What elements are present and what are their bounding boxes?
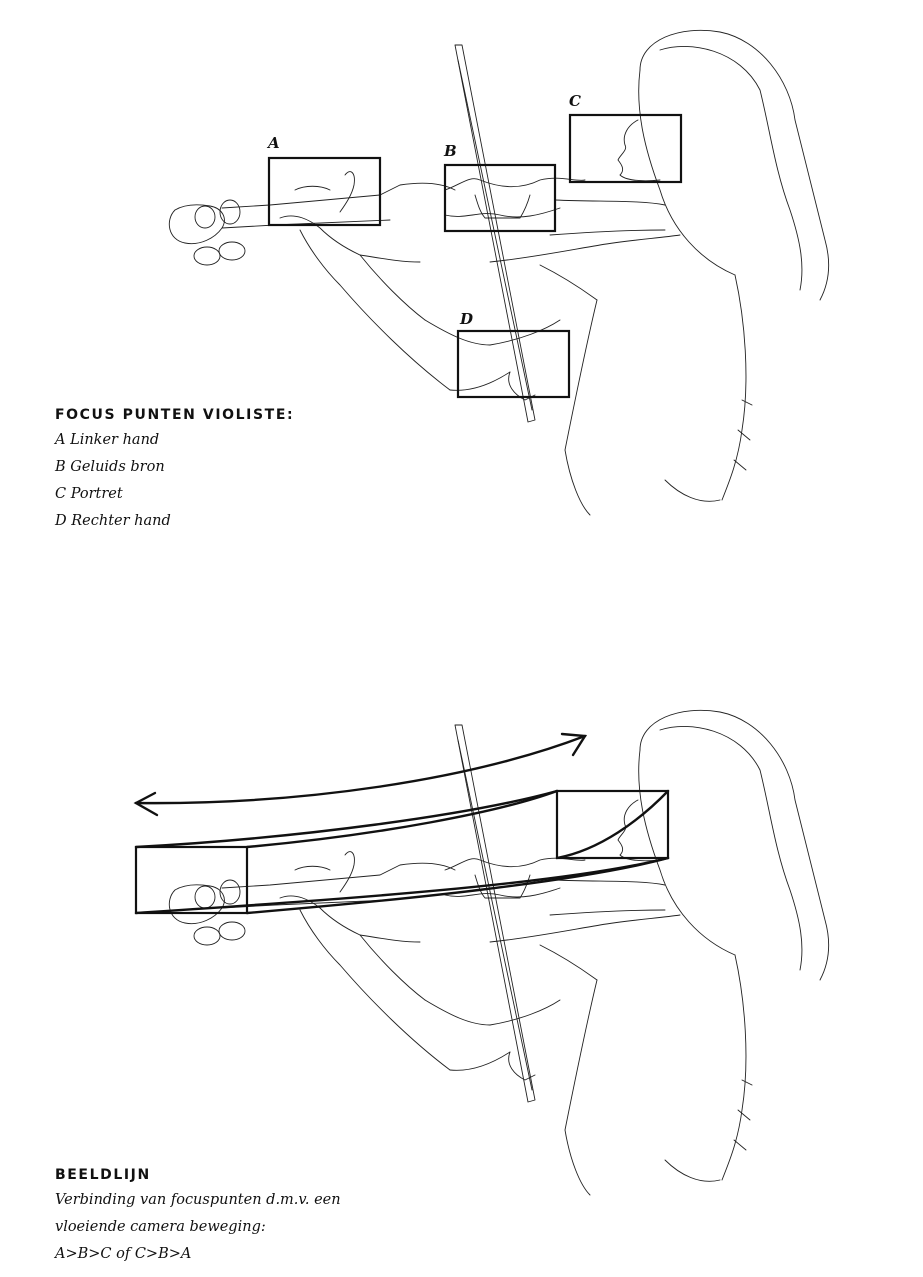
focus-points-caption: FOCUS PUNTEN VIOLISTE: A Linker hand B G… [55, 407, 294, 539]
focus-point-item-a: A Linker hand [55, 431, 294, 449]
beeldlijn-line-3: A>B>C of C>B>A [55, 1245, 341, 1263]
beeldlijn-line-2: vloeiende camera beweging: [55, 1218, 341, 1236]
camera-tube [136, 791, 668, 913]
beeldlijn-heading: BEELDLIJN [55, 1167, 341, 1183]
focus-box-c: C [569, 92, 681, 182]
focus-box-a: A [266, 134, 380, 225]
focus-points-heading: FOCUS PUNTEN VIOLISTE: [55, 407, 294, 423]
focus-point-item-d: D Rechter hand [55, 512, 294, 530]
focus-label-c: C [569, 92, 581, 110]
camera-movement-arrow [136, 734, 585, 815]
focus-point-item-b: B Geluids bron [55, 458, 294, 476]
violinist-line-drawing-2 [169, 710, 828, 1195]
focus-label-a: A [266, 134, 280, 152]
beeldlijn-caption: BEELDLIJN Verbinding van focuspunten d.m… [55, 1167, 341, 1272]
focus-label-d: D [459, 310, 473, 328]
focus-point-item-c: C Portret [55, 485, 294, 503]
beeldlijn-line-1: Verbinding van focuspunten d.m.v. een [55, 1191, 341, 1209]
focus-label-b: B [443, 142, 457, 160]
